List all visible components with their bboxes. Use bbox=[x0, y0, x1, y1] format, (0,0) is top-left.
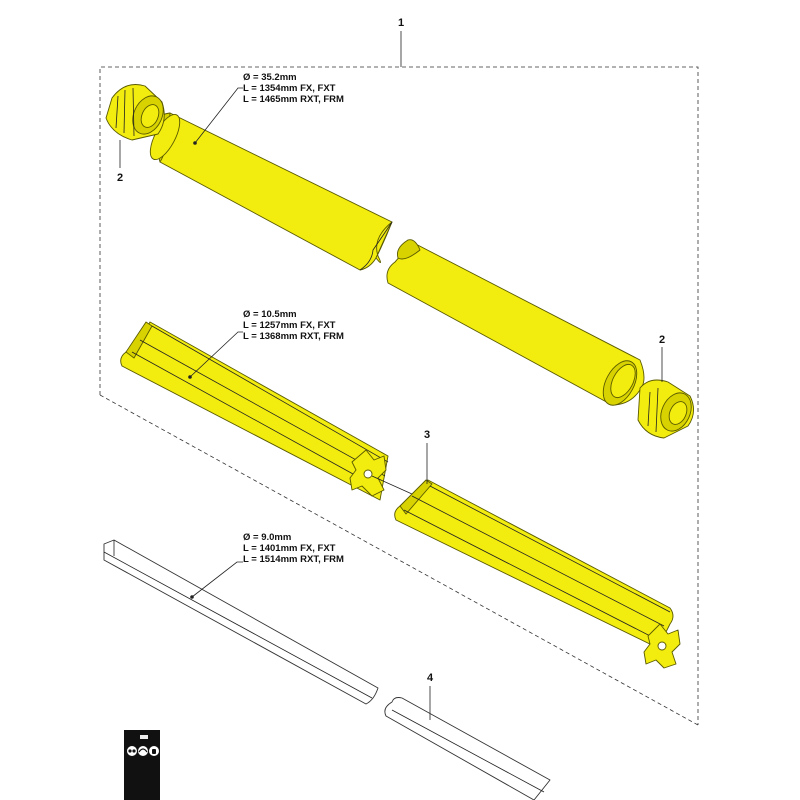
liner-spec-callout: Ø = 10.5mm L = 1257mm FX, FXT L = 1368mm… bbox=[189, 309, 344, 378]
callout-3-label: 3 bbox=[424, 429, 430, 441]
tube-diameter: Ø = 35.2mm bbox=[243, 72, 297, 83]
outer-tube-upper[interactable] bbox=[144, 110, 393, 271]
liner-length-rxt: L = 1368mm RXT, FRM bbox=[243, 331, 344, 342]
assembly-boundary bbox=[99, 66, 699, 726]
gloves-icon bbox=[149, 746, 159, 756]
callout-2-left[interactable]: 2 bbox=[117, 140, 123, 184]
tube-spec-callout: Ø = 35.2mm L = 1354mm FX, FXT L = 1465mm… bbox=[194, 72, 344, 144]
ppe-icon-panel bbox=[124, 730, 160, 800]
callout-2-right-label: 2 bbox=[659, 334, 665, 346]
tube-length-fx: L = 1354mm FX, FXT bbox=[243, 83, 336, 94]
shaft-spec-callout: Ø = 9.0mm L = 1401mm FX, FXT L = 1514mm … bbox=[191, 532, 344, 598]
callout-1[interactable]: 1 bbox=[398, 17, 404, 67]
drive-shaft-upper[interactable] bbox=[103, 539, 379, 705]
shaft-length-rxt: L = 1514mm RXT, FRM bbox=[243, 554, 344, 565]
callout-3[interactable]: 3 bbox=[424, 429, 430, 484]
drive-shaft-lower[interactable] bbox=[384, 697, 551, 800]
ear-protection-icon bbox=[138, 746, 148, 756]
callout-4-label: 4 bbox=[427, 672, 434, 684]
shaft-length-fx: L = 1401mm FX, FXT bbox=[243, 543, 336, 554]
tube-length-rxt: L = 1465mm RXT, FRM bbox=[243, 94, 344, 105]
grip-ring-left[interactable] bbox=[105, 84, 169, 141]
liner-connector bbox=[371, 475, 413, 495]
liner-diameter: Ø = 10.5mm bbox=[243, 309, 297, 320]
callout-2-left-label: 2 bbox=[117, 172, 123, 184]
callout-2-right[interactable]: 2 bbox=[659, 334, 665, 382]
liner-length-fx: L = 1257mm FX, FXT bbox=[243, 320, 336, 331]
shaft-diameter: Ø = 9.0mm bbox=[243, 532, 291, 543]
callout-1-label: 1 bbox=[398, 17, 404, 29]
safety-glasses-icon bbox=[127, 746, 137, 756]
outer-tube-lower[interactable] bbox=[386, 239, 645, 411]
shaft-liner-lower[interactable] bbox=[394, 479, 681, 669]
shaft-liner-upper[interactable] bbox=[120, 321, 389, 501]
grip-ring-right[interactable] bbox=[637, 379, 697, 439]
callout-4[interactable]: 4 bbox=[427, 672, 434, 720]
